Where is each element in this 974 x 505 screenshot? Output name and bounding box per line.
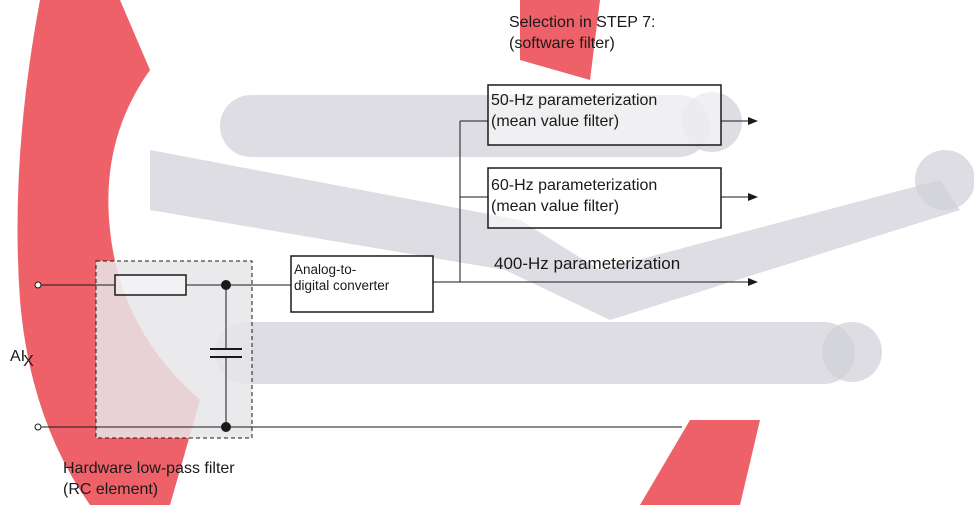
adc-line1: Analog-to- xyxy=(294,262,357,277)
filter-50hz-line2: (mean value filter) xyxy=(491,113,620,130)
input-label: AIX xyxy=(10,346,34,372)
adc-box xyxy=(290,255,434,313)
resistor xyxy=(114,274,187,296)
watermark-gray-node-3 xyxy=(822,322,882,382)
input-label-subscript: X xyxy=(23,353,34,370)
watermark-red-bottom xyxy=(640,420,760,505)
filter-50hz-label: 50-Hz parameterization (mean value filte… xyxy=(491,90,657,132)
label-400hz: 400-Hz parameterization xyxy=(494,254,681,273)
filter-50hz-box xyxy=(487,84,722,146)
filter-caption-line2: (RC element) xyxy=(63,481,159,498)
watermark-red-arc-right xyxy=(520,0,600,80)
adc-line2: digital converter xyxy=(294,278,390,293)
watermark-gray-trace-3 xyxy=(215,322,855,384)
filter-caption-line1: Hardware low-pass filter xyxy=(63,460,235,477)
filter-60hz-label: 60-Hz parameterization (mean value filte… xyxy=(491,175,657,217)
input-terminal-top xyxy=(34,281,42,289)
arrow-60hz xyxy=(748,193,758,201)
filter-50hz-line1: 50-Hz parameterization xyxy=(491,92,658,109)
filter-60hz-box xyxy=(487,167,722,229)
input-label-main: AI xyxy=(10,348,26,365)
watermark-gray-trace-2 xyxy=(150,150,960,320)
input-terminal-bottom xyxy=(34,423,42,431)
filter-60hz-line1: 60-Hz parameterization xyxy=(491,177,658,194)
arrow-400hz xyxy=(748,278,758,286)
arrow-50hz xyxy=(748,117,758,125)
title-line2: (software filter) xyxy=(509,35,615,52)
watermark-gray-node-2 xyxy=(915,150,974,210)
title-selection: Selection in STEP 7: (software filter) xyxy=(509,12,655,54)
adc-label: Analog-to- digital converter xyxy=(294,262,389,294)
filter-60hz-line2: (mean value filter) xyxy=(491,198,620,215)
filter-caption: Hardware low-pass filter (RC element) xyxy=(63,458,235,500)
title-line1: Selection in STEP 7: xyxy=(509,14,656,31)
